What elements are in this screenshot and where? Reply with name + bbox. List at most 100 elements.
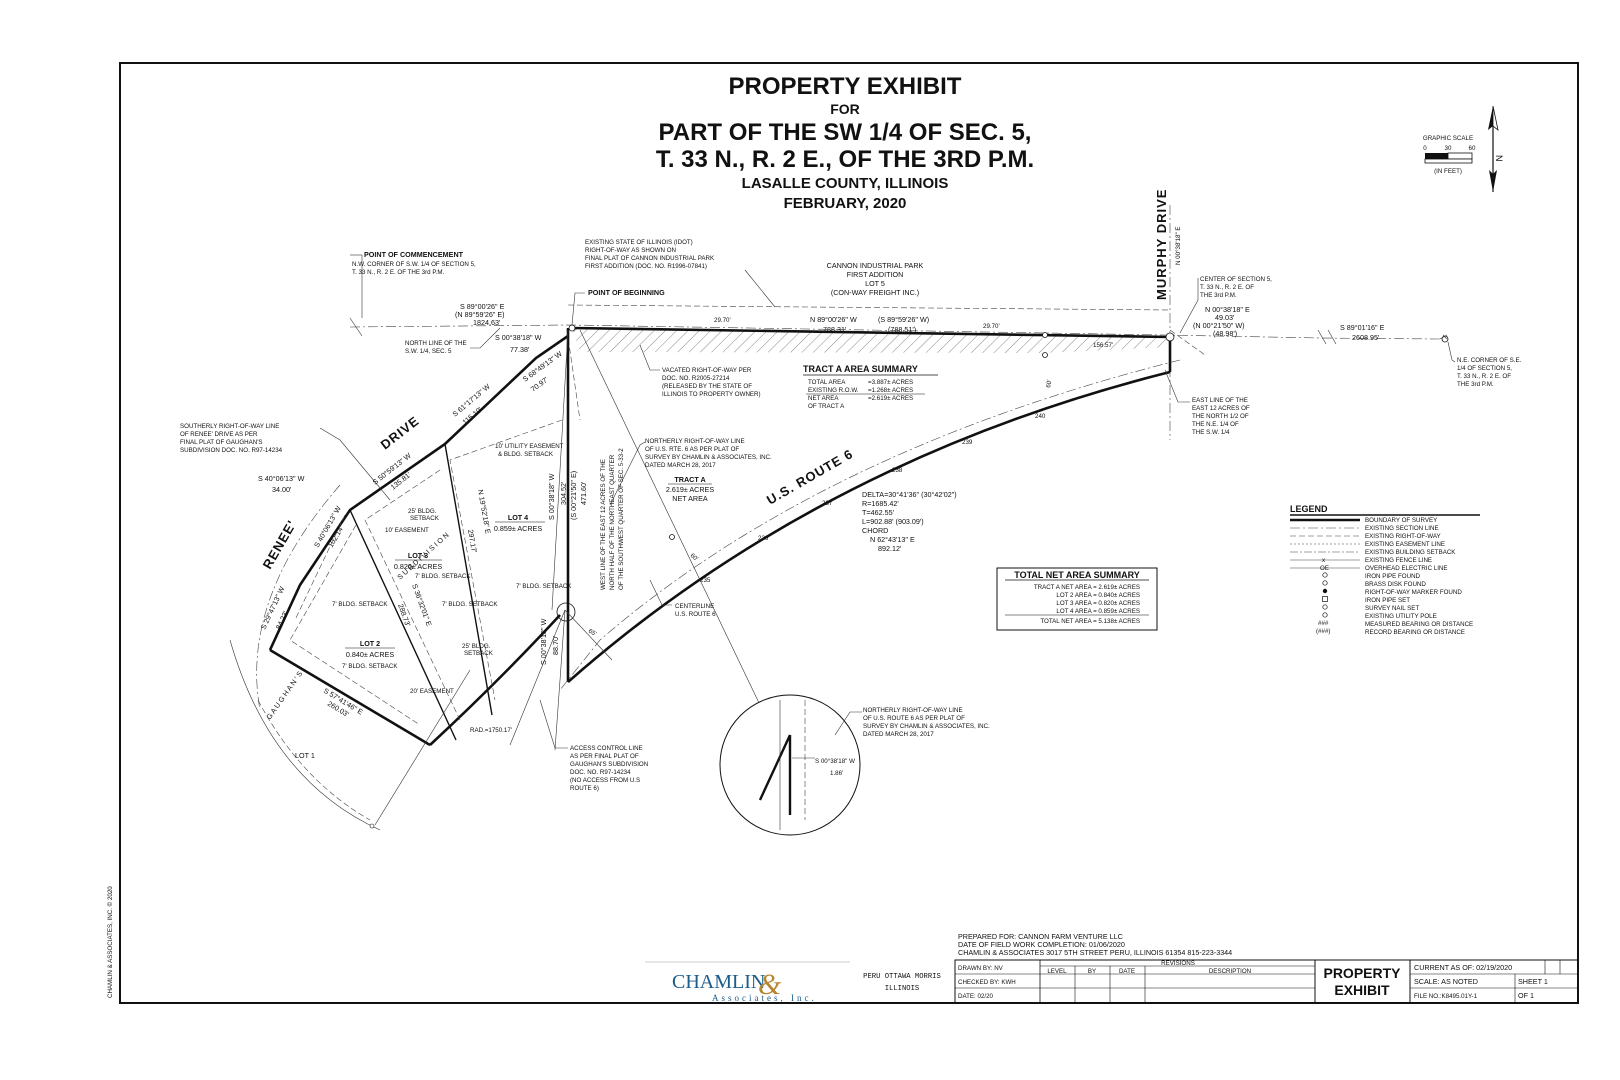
curve-chord-label: CHORD: [862, 526, 888, 535]
tract-a-summary-title: TRACT A AREA SUMMARY: [803, 364, 918, 374]
setback-25-a: 25' BLDG.: [408, 508, 437, 515]
acl-line-4: DOC. NO. R97-14234: [570, 769, 631, 776]
note-point-of-commencement: POINT OF COMMENCEMENT N.W. CORNER OF S.W…: [350, 250, 476, 318]
bearing-b6d: 2608.95': [1352, 333, 1380, 342]
legend-label-8: BRASS DISK FOUND: [1365, 581, 1426, 588]
cip-line-2: FIRST ADDITION: [847, 270, 904, 279]
note-point-of-beginning: POINT OF BEGINNING: [571, 288, 665, 326]
bearing-b16dr: 471.60': [579, 481, 588, 505]
lot3-acres: 0.820± ACRES: [394, 562, 442, 571]
lot3-label: LOT 3: [408, 551, 428, 560]
legend-label-1: EXISTING SECTION LINE: [1365, 525, 1439, 532]
ne-line-2: 1/4 OF SECTION 5,: [1457, 365, 1512, 372]
lot4-acres: 0.859± ACRES: [494, 524, 542, 533]
logo-associates: Associates, Inc.: [712, 993, 817, 1003]
acl-line-1: ACCESS CONTROL LINE: [570, 745, 643, 752]
legend-sym-brass: [1322, 580, 1328, 586]
title-line-4: T. 33 N., R. 2 E., OF THE 3RD P.M.: [656, 146, 1034, 173]
legend-sym-electric-oe: OE: [1320, 565, 1329, 572]
legend-label-2: EXISTING RIGHT-OF-WAY: [1365, 533, 1441, 540]
setback-25-b-2: SETBACK: [464, 650, 494, 657]
scale-tick-60: 60: [1469, 145, 1476, 152]
firm-address: CHAMLIN & ASSOCIATES 3017 5TH STREET PER…: [958, 948, 1232, 957]
checked-by: CHECKED BY: KWH: [958, 979, 1016, 986]
poc-line-1: N.W. CORNER OF S.W. 1/4 OF SECTION 5,: [352, 261, 476, 268]
bearing-b12d: 34.00': [272, 485, 292, 494]
title-line-5: LASALLE COUNTY, ILLINOIS: [742, 175, 949, 192]
lot2-label: LOT 2: [360, 639, 380, 648]
note-cannon-industrial: CANNON INDUSTRIAL PARK FIRST ADDITION LO…: [827, 261, 924, 297]
prepared-for: PREPARED FOR: CANNON FARM VENTURE LLC: [958, 932, 1123, 941]
tract-a-acres: 2.619± ACRES: [666, 485, 714, 494]
legend-sym-measured: ###: [1318, 620, 1329, 627]
scale-tick-30: 30: [1445, 145, 1452, 152]
legend-sym-fence-x: x: [1322, 557, 1326, 564]
scale-units: (IN FEET): [1434, 168, 1462, 175]
easement-10: 10' EASEMENT: [385, 527, 429, 534]
tract-a-r2-label: EXISTING R.O.W.: [808, 387, 859, 394]
legend-label-6: OVERHEAD ELECTRIC LINE: [1365, 565, 1448, 572]
rev-col-by: BY: [1088, 968, 1096, 975]
nrow-line-2: OF U.S. RTE. 6 AS PER PLAT OF: [645, 446, 739, 453]
vac-line-4: ILLINOIS TO PROPERTY OWNER): [662, 391, 761, 398]
bearing-b5: N 00°38'18" E: [1205, 305, 1250, 314]
setback-25-b: 25' BLDG.: [462, 643, 491, 650]
station-235: 235: [700, 577, 711, 584]
bearing-b16d: 304.52': [559, 481, 568, 505]
legend-label-10: IRON PIPE SET: [1365, 597, 1410, 604]
bearing-b1d: 1824.63': [473, 318, 501, 327]
scale-bar-white: [1447, 152, 1473, 160]
legend-label-4: EXISTING BUILDING SETBACK: [1365, 549, 1456, 556]
total-summary-r1: TRACT A NET AREA = 2.619± ACRES: [1034, 584, 1140, 591]
legend-label-3: EXISTING EASEMENT LINE: [1365, 541, 1445, 548]
lot-labels: TRACT A 2.619± ACRES NET AREA LOT 4 0.85…: [345, 475, 714, 659]
bearing-b3r: (S 89°59'26" W): [878, 315, 929, 324]
road-murphy-drive: MURPHY DRIVE: [1154, 189, 1169, 300]
file-number: FILE NO.:K8495.01Y-1: [1414, 993, 1478, 1000]
bearing-b5r: (N 00°21'50" W): [1193, 321, 1245, 330]
total-summary-r4: LOT 4 AREA = 0.859± ACRES: [1056, 608, 1140, 615]
nrow2-line-2: OF U.S. ROUTE 6 AS PER PLAT OF: [863, 715, 965, 722]
north-arrow: N: [1488, 105, 1504, 192]
legend-sym-record: (###): [1316, 628, 1330, 635]
tract-a-summary: TRACT A AREA SUMMARY TOTAL AREA =3.887± …: [803, 364, 938, 410]
legend-label-9: RIGHT-OF-WAY MARKER FOUND: [1365, 589, 1462, 596]
acl-line-2: AS PER FINAL PLAT OF: [570, 753, 639, 760]
sheet-number: SHEET 1: [1518, 977, 1548, 986]
tract-a-r3-value: =2.619± ACRES: [868, 395, 913, 402]
right-of-way-lines: [566, 304, 1206, 421]
center-line-1: CENTER OF SECTION 5,: [1200, 276, 1272, 283]
tract-a-r1-value: =3.887± ACRES: [868, 379, 913, 386]
legend-sym-pole: [1322, 612, 1328, 618]
note-center-of-section: CENTER OF SECTION 5, T. 33 N., R. 2 E. O…: [1179, 276, 1272, 334]
field-work-date: DATE OF FIELD WORK COMPLETION: 01/06/202…: [958, 940, 1125, 949]
title-block-header: PROPERTY EXHIBIT FOR PART OF THE SW 1/4 …: [656, 73, 1034, 212]
legend: LEGEND x OE ### (###) BOUNDARY OF SURVEY…: [1290, 504, 1480, 636]
bearing-b4-left: 29.70': [714, 317, 731, 324]
curve-data: DELTA=30°41'36" (30°42'02") R=1685.42' T…: [862, 490, 957, 553]
util-easement-2: & BLDG. SETBACK: [498, 451, 554, 458]
total-net-area-summary: TOTAL NET AREA SUMMARY TRACT A NET AREA …: [996, 567, 1158, 631]
bearing-b8: N 00°38'18" E: [1175, 226, 1182, 265]
legend-title: LEGEND: [1290, 504, 1328, 514]
ne-line-4: THE 3rd P.M.: [1457, 381, 1494, 388]
bearing-rad: RAD.=1750.17': [470, 727, 512, 734]
bearings-north: S 89°00'26" E (N 89°59'26" E) 1824.63' S…: [455, 226, 1385, 388]
cip-line-1: CANNON INDUSTRIAL PARK: [827, 261, 924, 270]
note-northerly-row-1: NORTHERLY RIGHT-OF-WAY LINE OF U.S. RTE.…: [609, 438, 772, 506]
station-238: 238: [892, 467, 903, 474]
nrow2-line-4: DATED MARCH 28, 2017: [863, 731, 934, 738]
curve-delta: DELTA=30°41'36" (30°42'02"): [862, 490, 957, 499]
title-block: PREPARED FOR: CANNON FARM VENTURE LLC DA…: [645, 932, 1579, 1004]
lot2-acres: 0.840± ACRES: [346, 650, 394, 659]
acl-line-6: ROUTE 6): [570, 785, 599, 792]
bearing-d60b: 60': [689, 552, 700, 563]
west-line-3: OF THE SOUTHWEST QUARTER OF SEC. 5-33-2: [618, 448, 625, 590]
note-north-line: NORTH LINE OF THE S.W. 1/4, SEC. 5: [405, 327, 501, 355]
rev-col-date: DATE: [1119, 968, 1135, 975]
drawing-date: DATE: 02/20: [958, 993, 994, 1000]
lot1-label: LOT 1: [295, 751, 315, 760]
total-summary-r2: LOT 2 AREA = 0.840± ACRES: [1056, 592, 1140, 599]
scale-bar-black: [1425, 153, 1448, 159]
